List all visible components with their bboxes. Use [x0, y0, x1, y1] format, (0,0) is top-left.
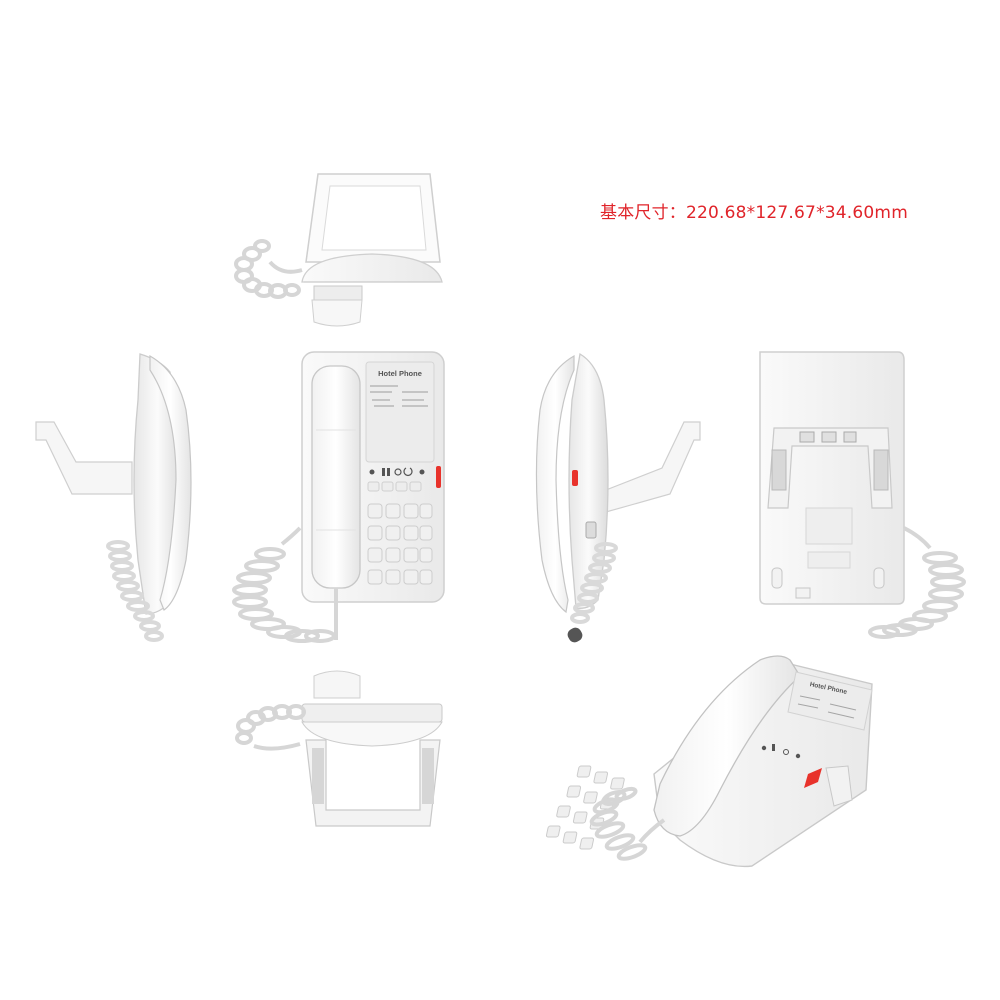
bottom-view [235, 670, 443, 827]
front-label-text: Hotel Phone [378, 369, 422, 378]
front-view: Hotel Phone [232, 351, 445, 643]
isometric-view: Hotel Phone [545, 655, 873, 868]
front-keypad [367, 503, 433, 585]
message-indicator [436, 466, 441, 488]
back-view [759, 351, 966, 639]
dimension-caption: 基本尺寸：220.68*127.67*34.60mm [600, 203, 908, 223]
top-cord [234, 239, 303, 299]
front-function-icons [369, 467, 425, 476]
top-view [234, 173, 443, 327]
right-side-view [535, 352, 701, 643]
left-side-view [35, 353, 192, 642]
